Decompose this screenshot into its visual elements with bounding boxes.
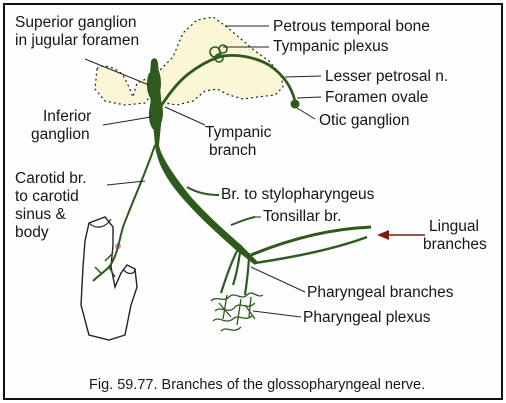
otic-ganglion (291, 100, 300, 109)
glossopharyngeal-diagram: Superior ganglion in jugular foramen Pet… (5, 5, 501, 398)
label-inferior-ganglion: Inferior ganglion (31, 108, 96, 143)
label-carotid-branch: Carotid br. to carotid sinus & body (15, 170, 91, 241)
label-lesser-petrosal: Lesser petrosal n. (325, 68, 448, 85)
label-lingual-branches: Lingual branches (423, 218, 487, 253)
label-tympanic-plexus: Tympanic plexus (273, 38, 389, 55)
label-tonsillar: Tonsillar br. (263, 208, 341, 225)
label-superior-ganglion: Superior ganglion in jugular foramen (15, 14, 141, 49)
label-stylopharyngeus: Br. to stylopharyngeus (221, 186, 375, 203)
stylopharyngeus-branch (187, 187, 219, 195)
label-foramen-ovale: Foramen ovale (325, 89, 428, 106)
label-tympanic-branch: Tympanic branch (205, 124, 276, 159)
label-petrous-temporal-bone: Petrous temporal bone (273, 18, 430, 35)
lingual-arrowhead (377, 230, 389, 240)
label-pharyngeal-plexus: Pharyngeal plexus (303, 309, 431, 326)
figure-frame: Superior ganglion in jugular foramen Pet… (3, 3, 503, 400)
figure-caption: Fig. 59.77. Branches of the glossopharyn… (89, 377, 425, 393)
pharyngeal-plexus (211, 293, 263, 331)
label-pharyngeal-branches: Pharyngeal branches (307, 284, 454, 301)
label-otic-ganglion: Otic ganglion (319, 112, 409, 129)
lingual-branch-lower (255, 237, 367, 263)
carotid-artery (81, 217, 137, 340)
tonsillar-branch (231, 217, 255, 225)
